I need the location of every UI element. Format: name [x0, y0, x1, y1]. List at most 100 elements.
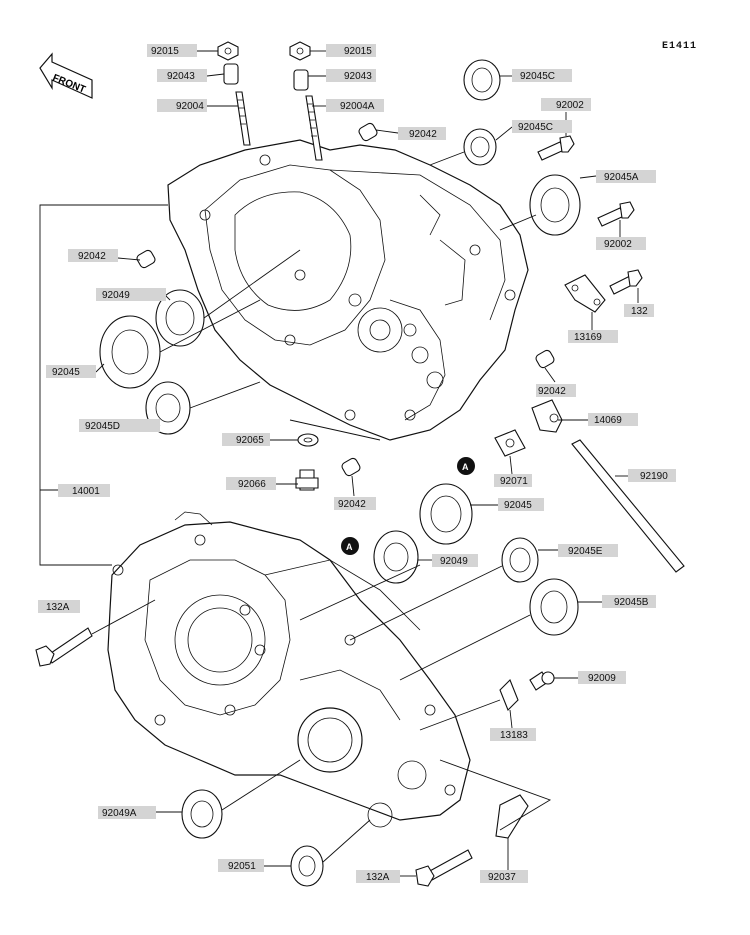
svg-text:92045B: 92045B — [614, 597, 649, 608]
bearing-92045-upper — [99, 315, 161, 389]
svg-text:92045: 92045 — [52, 367, 80, 378]
svg-text:132: 132 — [631, 306, 648, 317]
svg-text:92049: 92049 — [102, 290, 130, 301]
svg-text:92049A: 92049A — [102, 808, 137, 819]
svg-text:92045E: 92045E — [568, 546, 603, 557]
bearing-92045-lower — [419, 483, 473, 545]
callout-92066: 92066 — [226, 477, 276, 490]
callout-92071: 92071 — [494, 474, 532, 487]
svg-text:92015: 92015 — [344, 46, 372, 57]
callout-92002: 92002 — [596, 237, 646, 250]
callout-132A-left: 132A — [38, 600, 80, 613]
svg-text:A: A — [346, 542, 353, 552]
callout-92045D: 92045D — [79, 419, 160, 432]
collar-92043-left — [223, 63, 239, 85]
svg-text:13169: 13169 — [574, 332, 602, 343]
callout-13169: 13169 — [568, 330, 618, 343]
svg-text:132A: 132A — [46, 602, 70, 613]
pipe-92190 — [571, 439, 685, 573]
bushing-92071 — [494, 429, 526, 457]
callout-92042-right: 92042 — [536, 384, 576, 397]
right-crankcase-half — [107, 511, 471, 828]
dowel-92042-a — [358, 122, 378, 142]
svg-text:92042: 92042 — [78, 251, 106, 262]
callout-92004: 92004 — [157, 99, 207, 112]
callout-92042-left: 92042 — [68, 249, 118, 262]
stud-92004 — [235, 91, 251, 146]
callout-92037: 92037 — [480, 870, 528, 883]
bearing-92045E — [501, 537, 539, 583]
callout-92009: 92009 — [578, 671, 626, 684]
callout-92049-lower: 92049 — [432, 554, 478, 567]
callout-92051: 92051 — [218, 859, 264, 872]
bearing-92045A — [529, 174, 581, 236]
svg-text:92042: 92042 — [338, 499, 366, 510]
bearing-92045B — [529, 578, 579, 636]
svg-text:92071: 92071 — [500, 476, 528, 487]
fitting-14069 — [531, 399, 563, 433]
callout-92015-right: 92015 — [326, 44, 376, 57]
callout-14069: 14069 — [588, 413, 638, 426]
callout-92045-lower: 92045 — [498, 498, 544, 511]
svg-text:92065: 92065 — [236, 435, 264, 446]
svg-text:92004: 92004 — [176, 101, 204, 112]
svg-text:92042: 92042 — [409, 129, 437, 140]
bolt-92002-a — [537, 135, 575, 161]
svg-text:92002: 92002 — [604, 239, 632, 250]
svg-text:92043: 92043 — [344, 71, 372, 82]
svg-text:13183: 13183 — [500, 730, 528, 741]
callout-13183: 13183 — [490, 728, 536, 741]
marker-a-upper: A — [457, 457, 475, 475]
callout-92002-top: 92002 — [541, 98, 591, 111]
callout-92049A: 92049A — [98, 806, 156, 819]
callout-92065: 92065 — [222, 433, 270, 446]
collar-92043-right — [293, 69, 309, 91]
marker-a-lower: A — [341, 537, 359, 555]
svg-text:92004A: 92004A — [340, 101, 375, 112]
stud-92004A — [305, 95, 323, 161]
washer-92065 — [297, 433, 319, 447]
callout-92045B: 92045B — [602, 595, 656, 608]
oil-seal-92051 — [290, 845, 324, 887]
callout-92045C: 92045C — [512, 120, 572, 133]
svg-text:132A: 132A — [366, 872, 390, 883]
svg-text:92066: 92066 — [238, 479, 266, 490]
diagram-reference-code: E1411 — [662, 41, 697, 52]
svg-text:92051: 92051 — [228, 861, 256, 872]
svg-text:14001: 14001 — [72, 486, 100, 497]
callout-132: 132 — [624, 304, 654, 317]
callout-92045A: 92045A — [596, 170, 656, 183]
nut-92015-right — [289, 41, 311, 61]
dowel-92042-b — [136, 249, 156, 269]
dowel-92042-c — [535, 349, 555, 369]
bearing-92045C — [463, 128, 497, 166]
svg-text:92043: 92043 — [167, 71, 195, 82]
bolt-132 — [609, 269, 643, 295]
svg-text:92015: 92015 — [151, 46, 179, 57]
left-crankcase-half — [167, 139, 529, 441]
callout-92045-upper: 92045 — [46, 365, 96, 378]
dowel-92042-d — [341, 457, 361, 477]
callout-92190: 92190 — [628, 469, 676, 482]
svg-text:92002: 92002 — [556, 100, 584, 111]
bearing-92045C-top — [463, 59, 501, 101]
bracket-13169 — [564, 274, 606, 313]
callout-132A-bottom: 132A — [356, 870, 400, 883]
nut-92015-left — [217, 41, 239, 61]
callout-92042-middle: 92042 — [334, 497, 376, 510]
callout-92042-top: 92042 — [398, 127, 446, 140]
svg-text:92009: 92009 — [588, 673, 616, 684]
svg-text:92045D: 92045D — [85, 421, 120, 432]
bolt-132A-left — [35, 627, 93, 667]
callout-92043-right: 92043 — [326, 69, 376, 82]
svg-text:92045C: 92045C — [518, 122, 553, 133]
screw-92066 — [295, 469, 319, 491]
callout-92015-left: 92015 — [147, 44, 197, 57]
bracket-13183 — [499, 679, 519, 711]
svg-text:92049: 92049 — [440, 556, 468, 567]
callout-92045E: 92045E — [558, 544, 618, 557]
svg-text:92042: 92042 — [538, 386, 566, 397]
svg-text:92037: 92037 — [488, 872, 516, 883]
svg-text:14069: 14069 — [594, 415, 622, 426]
